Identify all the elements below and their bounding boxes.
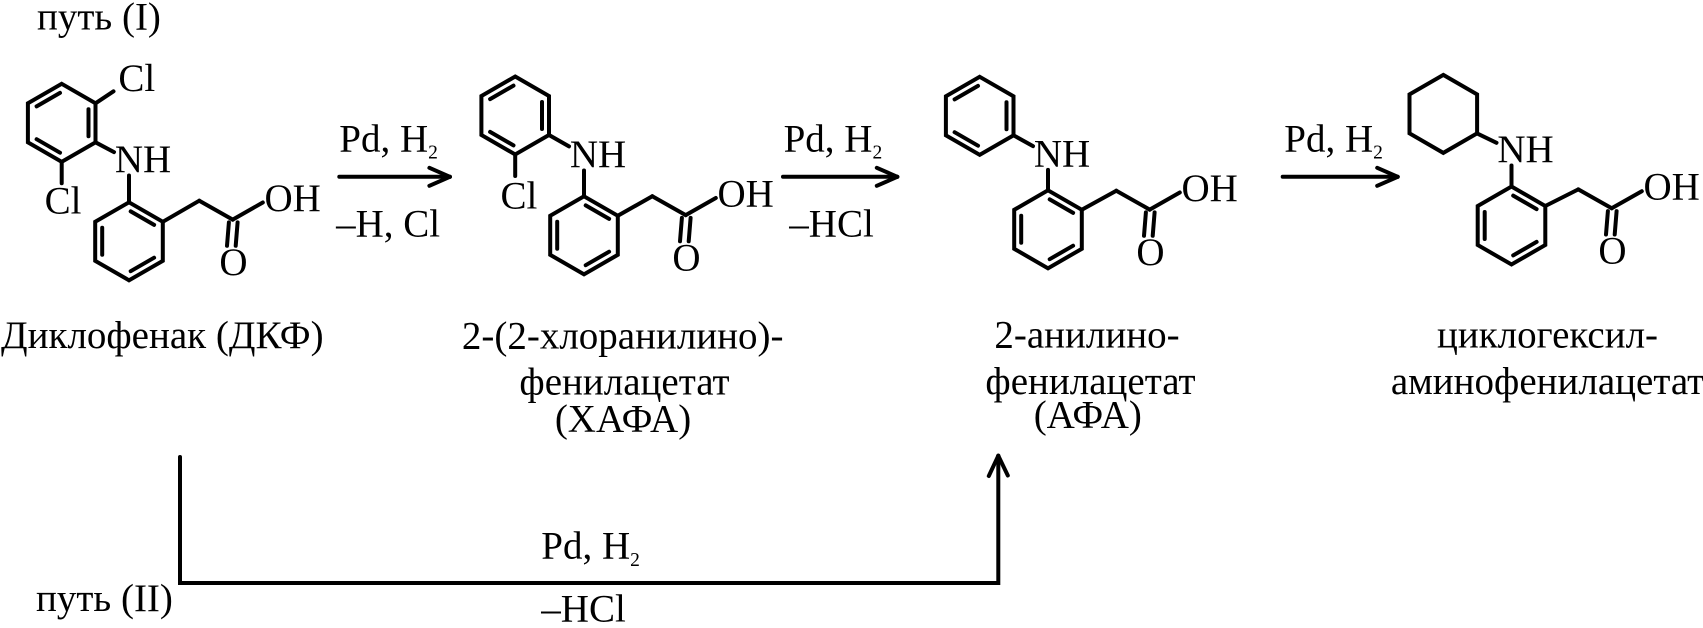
svg-text:–HCl: –HCl: [788, 203, 874, 246]
svg-text:OH: OH: [1182, 167, 1238, 210]
svg-text:O: O: [219, 241, 247, 284]
svg-text:–H, Cl: –H, Cl: [335, 203, 440, 246]
svg-text:Pd, H2: Pd, H2: [339, 117, 438, 163]
svg-text:NH: NH: [115, 138, 171, 181]
svg-text:2-анилино-: 2-анилино-: [994, 314, 1179, 357]
svg-text:–HCl: –HCl: [540, 588, 626, 628]
svg-text:OH: OH: [718, 172, 774, 215]
svg-text:(ХАФА): (ХАФА): [555, 398, 691, 441]
svg-text:Cl: Cl: [500, 175, 537, 218]
svg-text:путь (II): путь (II): [36, 577, 173, 620]
svg-text:фенилацетат: фенилацетат: [985, 360, 1195, 403]
svg-text:NH: NH: [570, 133, 626, 176]
svg-text:путь (I): путь (I): [37, 0, 161, 39]
svg-text:NH: NH: [1034, 132, 1090, 175]
svg-text:OH: OH: [1644, 166, 1700, 209]
svg-text:Pd, H2: Pd, H2: [541, 525, 640, 571]
svg-text:циклогексил-: циклогексил-: [1437, 314, 1658, 357]
svg-text:Pd, H2: Pd, H2: [784, 117, 883, 163]
svg-text:(АФА): (АФА): [1034, 394, 1142, 437]
svg-text:O: O: [1136, 231, 1164, 274]
svg-text:Диклофенак (ДКФ): Диклофенак (ДКФ): [1, 314, 324, 357]
svg-text:Cl: Cl: [45, 179, 82, 222]
svg-text:Pd, H2: Pd, H2: [1284, 117, 1383, 163]
svg-text:NH: NH: [1497, 128, 1553, 171]
svg-text:Cl: Cl: [118, 57, 155, 100]
svg-text:2-(2-хлоранилино)-: 2-(2-хлоранилино)-: [462, 314, 784, 357]
svg-text:OH: OH: [265, 177, 321, 220]
svg-text:O: O: [672, 236, 700, 279]
svg-text:O: O: [1598, 230, 1626, 273]
svg-text:аминофенилацетат: аминофенилацетат: [1391, 360, 1703, 403]
svg-text:фенилацетат: фенилацетат: [519, 361, 729, 404]
